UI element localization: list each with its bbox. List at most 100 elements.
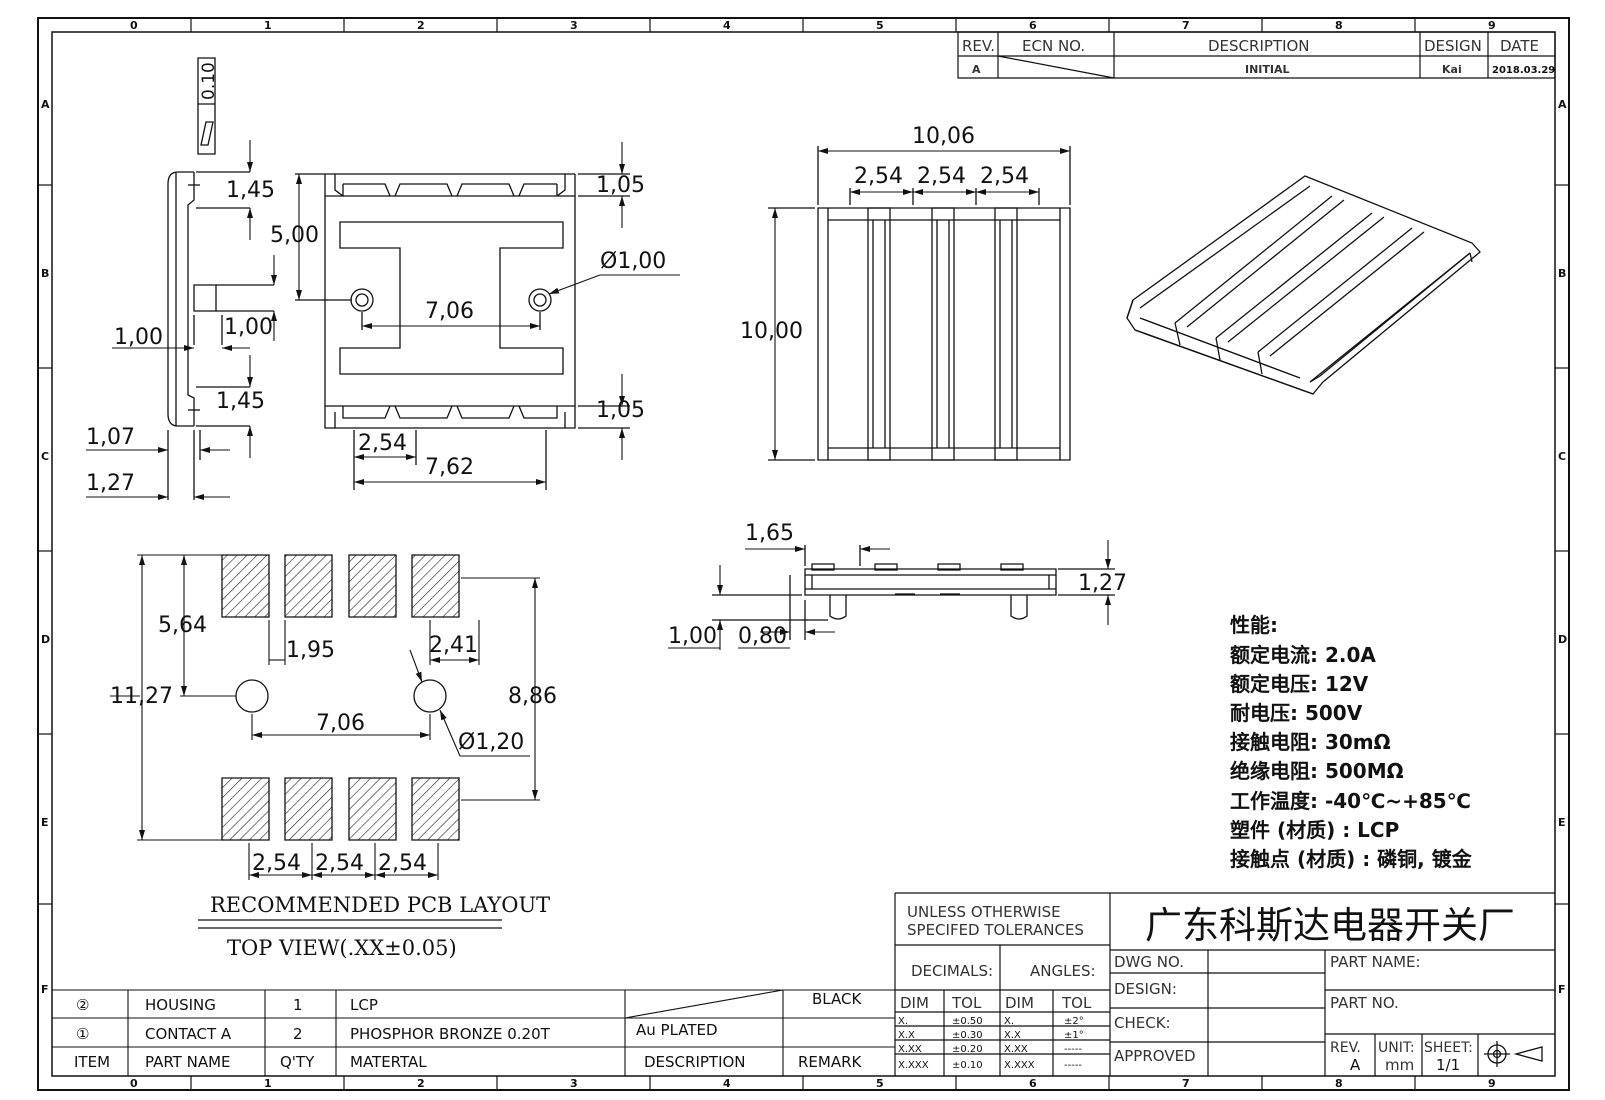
grid-col-top: 6 xyxy=(1029,19,1037,32)
tol-header: TOL xyxy=(1061,994,1092,1012)
unit-label: UNIT: xyxy=(1378,1040,1415,1056)
profile-view-labels: 1,65 1,27 1,00 0,80 xyxy=(668,521,1127,649)
date-value: 2018.03.29 xyxy=(1492,65,1555,76)
grid-col-top: 4 xyxy=(723,19,731,32)
date-header: DATE xyxy=(1500,37,1539,55)
decimal-dim: X. xyxy=(898,1016,908,1027)
dim-label: 2,54 xyxy=(854,164,903,189)
grid-col-bottom: 5 xyxy=(876,1077,884,1090)
bom-part-name: HOUSING xyxy=(145,996,216,1014)
spec-line: 塑件 (材质) : LCP xyxy=(1230,818,1399,842)
angle-dim: X. xyxy=(1004,1016,1014,1027)
dim-label: 1,05 xyxy=(596,173,645,198)
rev-value: A xyxy=(1350,1056,1361,1074)
dim-label: 1,65 xyxy=(745,521,794,546)
grid-row-left: B xyxy=(41,267,49,280)
angle-tol: ----- xyxy=(1064,1060,1082,1071)
spec-line: 工作温度: -40℃~+85℃ xyxy=(1230,789,1471,813)
dim-label: 1,27 xyxy=(1078,571,1127,596)
frame-grid xyxy=(38,18,1569,1090)
title-block-text: UNLESS OTHERWISE SPECIFED TOLERANCES 广东科… xyxy=(898,903,1515,1074)
angle-tol: ±2° xyxy=(1064,1016,1084,1027)
front-view-dims xyxy=(772,148,1070,460)
decimal-tol: ±0.50 xyxy=(952,1016,983,1027)
side-view-dims xyxy=(86,140,277,500)
grid-col-bottom: 4 xyxy=(723,1077,731,1090)
angle-dim: X.XX xyxy=(1004,1044,1028,1055)
frame-grid-labels: 0 1 2 3 4 5 6 7 8 9 0 1 2 3 4 5 6 7 8 9 … xyxy=(41,19,1567,1090)
bom-item: ① xyxy=(76,1025,89,1043)
title-block xyxy=(895,893,1555,1076)
spec-line: 额定电压: 12V xyxy=(1230,672,1369,696)
bom-header-qty: Q'TY xyxy=(280,1053,315,1071)
decimal-dim: X.XX xyxy=(898,1044,922,1055)
grid-row-right: F xyxy=(1558,983,1566,996)
dim-label: 1,27 xyxy=(86,471,135,496)
top-view xyxy=(295,174,630,490)
dim-label: 2,41 xyxy=(429,633,478,658)
spec-line: 绝缘电阻: 500MΩ xyxy=(1230,759,1404,783)
tol-header: TOL xyxy=(951,994,982,1012)
specifications: 性能: 额定电流: 2.0A 额定电压: 12V 耐电压: 500V 接触电阻:… xyxy=(1230,613,1473,871)
sheet-label: SHEET: xyxy=(1424,1040,1473,1056)
dim-label: 1,05 xyxy=(596,398,645,423)
dim-label: 1,00 xyxy=(668,624,717,649)
dim-label: 2,54 xyxy=(358,431,407,456)
angles-label: ANGLES: xyxy=(1030,962,1096,980)
grid-col-top: 7 xyxy=(1182,19,1190,32)
grid-col-bottom: 2 xyxy=(417,1077,425,1090)
projection-symbol xyxy=(1484,1041,1542,1067)
dim-label: 1,07 xyxy=(86,425,135,450)
dim-header: DIM xyxy=(1005,994,1034,1012)
grid-row-right: D xyxy=(1558,633,1567,646)
dim-label: 2,54 xyxy=(917,164,966,189)
pcb-layout-title: RECOMMENDED PCB LAYOUT xyxy=(210,893,550,917)
grid-row-left: C xyxy=(41,450,49,463)
grid-col-bottom: 8 xyxy=(1335,1077,1343,1090)
angle-dim: X.X xyxy=(1004,1030,1021,1041)
bom-header-item: ITEM xyxy=(74,1053,110,1071)
bom-header-part-name: PART NAME xyxy=(145,1053,231,1071)
decimal-tol: ±0.30 xyxy=(952,1030,983,1041)
dim-label: 5,64 xyxy=(158,613,207,638)
decimal-dim: X.X xyxy=(898,1030,915,1041)
spec-line: 接触电阻: 30mΩ xyxy=(1230,730,1391,754)
design-header: DESIGN xyxy=(1424,37,1482,55)
decimals-label: DECIMALS: xyxy=(911,962,993,980)
approved-label: APPROVED xyxy=(1114,1047,1196,1065)
angle-dim: X.XXX xyxy=(1004,1060,1035,1071)
grid-col-bottom: 6 xyxy=(1029,1077,1037,1090)
side-view-labels: 0.10 1,45 1,00 1,00 1,45 1,07 1,27 xyxy=(86,62,275,496)
dim-label: 10,00 xyxy=(740,319,803,344)
spec-line: 接触点 (材质) : 磷铜, 镀金 xyxy=(1230,847,1473,871)
grid-col-bottom: 1 xyxy=(264,1077,272,1090)
grid-col-top: 0 xyxy=(130,19,138,32)
grid-col-top: 2 xyxy=(417,19,425,32)
flatness-label: 0.10 xyxy=(199,62,219,100)
unit-value: mm xyxy=(1385,1056,1414,1074)
grid-col-top: 3 xyxy=(570,19,578,32)
dim-label: 1,45 xyxy=(216,389,265,414)
bom-header-remark: REMARK xyxy=(798,1053,863,1071)
check-label: CHECK: xyxy=(1114,1014,1171,1032)
pcb-layout-dims xyxy=(110,555,538,878)
bom-qty: 1 xyxy=(293,996,303,1014)
dim-label: 7,06 xyxy=(425,299,474,324)
front-view xyxy=(768,146,1070,460)
grid-row-left: E xyxy=(41,816,49,829)
grid-row-left: D xyxy=(41,633,50,646)
grid-row-left: A xyxy=(41,98,50,111)
dim-label: Ø1,20 xyxy=(458,730,524,755)
decimal-tol: ±0.20 xyxy=(952,1044,983,1055)
grid-row-right: A xyxy=(1558,98,1567,111)
dim-label: 7,06 xyxy=(316,711,365,736)
dim-label: 1,00 xyxy=(224,315,273,340)
pcb-layout-subtitle: TOP VIEW(.XX±0.05) xyxy=(227,936,457,960)
dwg-no-label: DWG NO. xyxy=(1114,953,1184,971)
design-label: DESIGN: xyxy=(1114,980,1177,998)
top-view-dims xyxy=(296,142,680,485)
grid-col-bottom: 3 xyxy=(570,1077,578,1090)
dim-label: 2,54 xyxy=(315,851,364,876)
dim-header: DIM xyxy=(900,994,929,1012)
